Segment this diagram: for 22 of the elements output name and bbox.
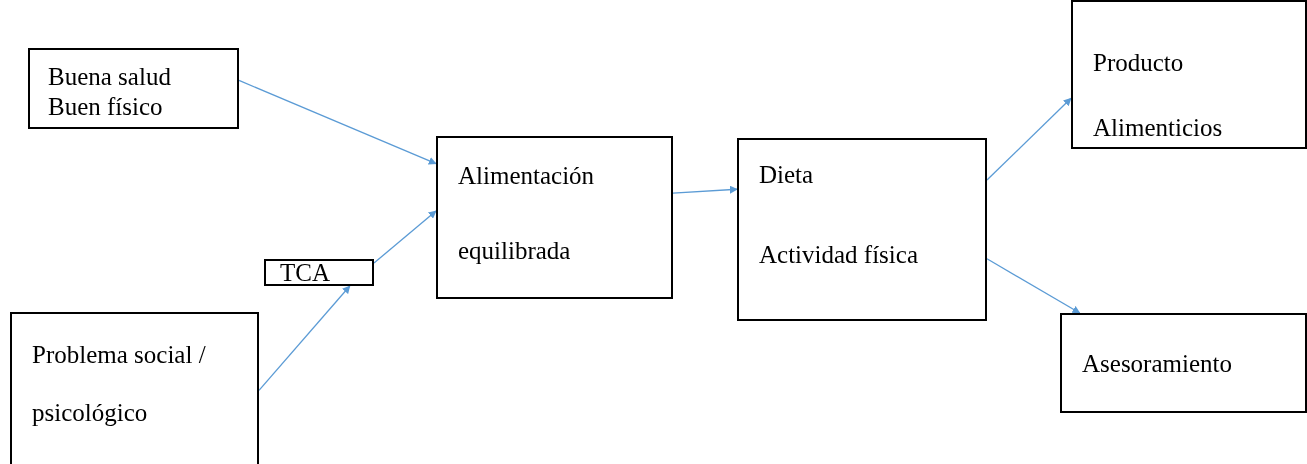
arrow: [373, 210, 437, 264]
process-box: [28, 48, 239, 129]
process-box: [264, 259, 374, 286]
box-label: Dieta: [759, 160, 815, 190]
arrow: [258, 285, 351, 392]
process-box: [737, 138, 987, 321]
box-label: Alimentación equilibrada: [458, 161, 596, 266]
arrow: [672, 185, 738, 194]
process-box: [1060, 313, 1307, 413]
box-label: Problema social / psicológico: [32, 340, 207, 428]
box-label: Producto Alimenticios: [1093, 48, 1224, 143]
box-label: Asesoramiento: [1082, 350, 1233, 376]
arrow: [986, 258, 1081, 314]
process-box: [436, 136, 673, 299]
box-label: Actividad física: [759, 240, 919, 270]
process-box: [10, 312, 259, 464]
box-label: TCA: [280, 260, 331, 285]
box-label: Buena salud: [48, 62, 172, 92]
arrow: [238, 79, 437, 165]
arrow: [986, 97, 1072, 181]
process-box: [1071, 0, 1307, 149]
box-label: Buen físico: [48, 92, 164, 122]
